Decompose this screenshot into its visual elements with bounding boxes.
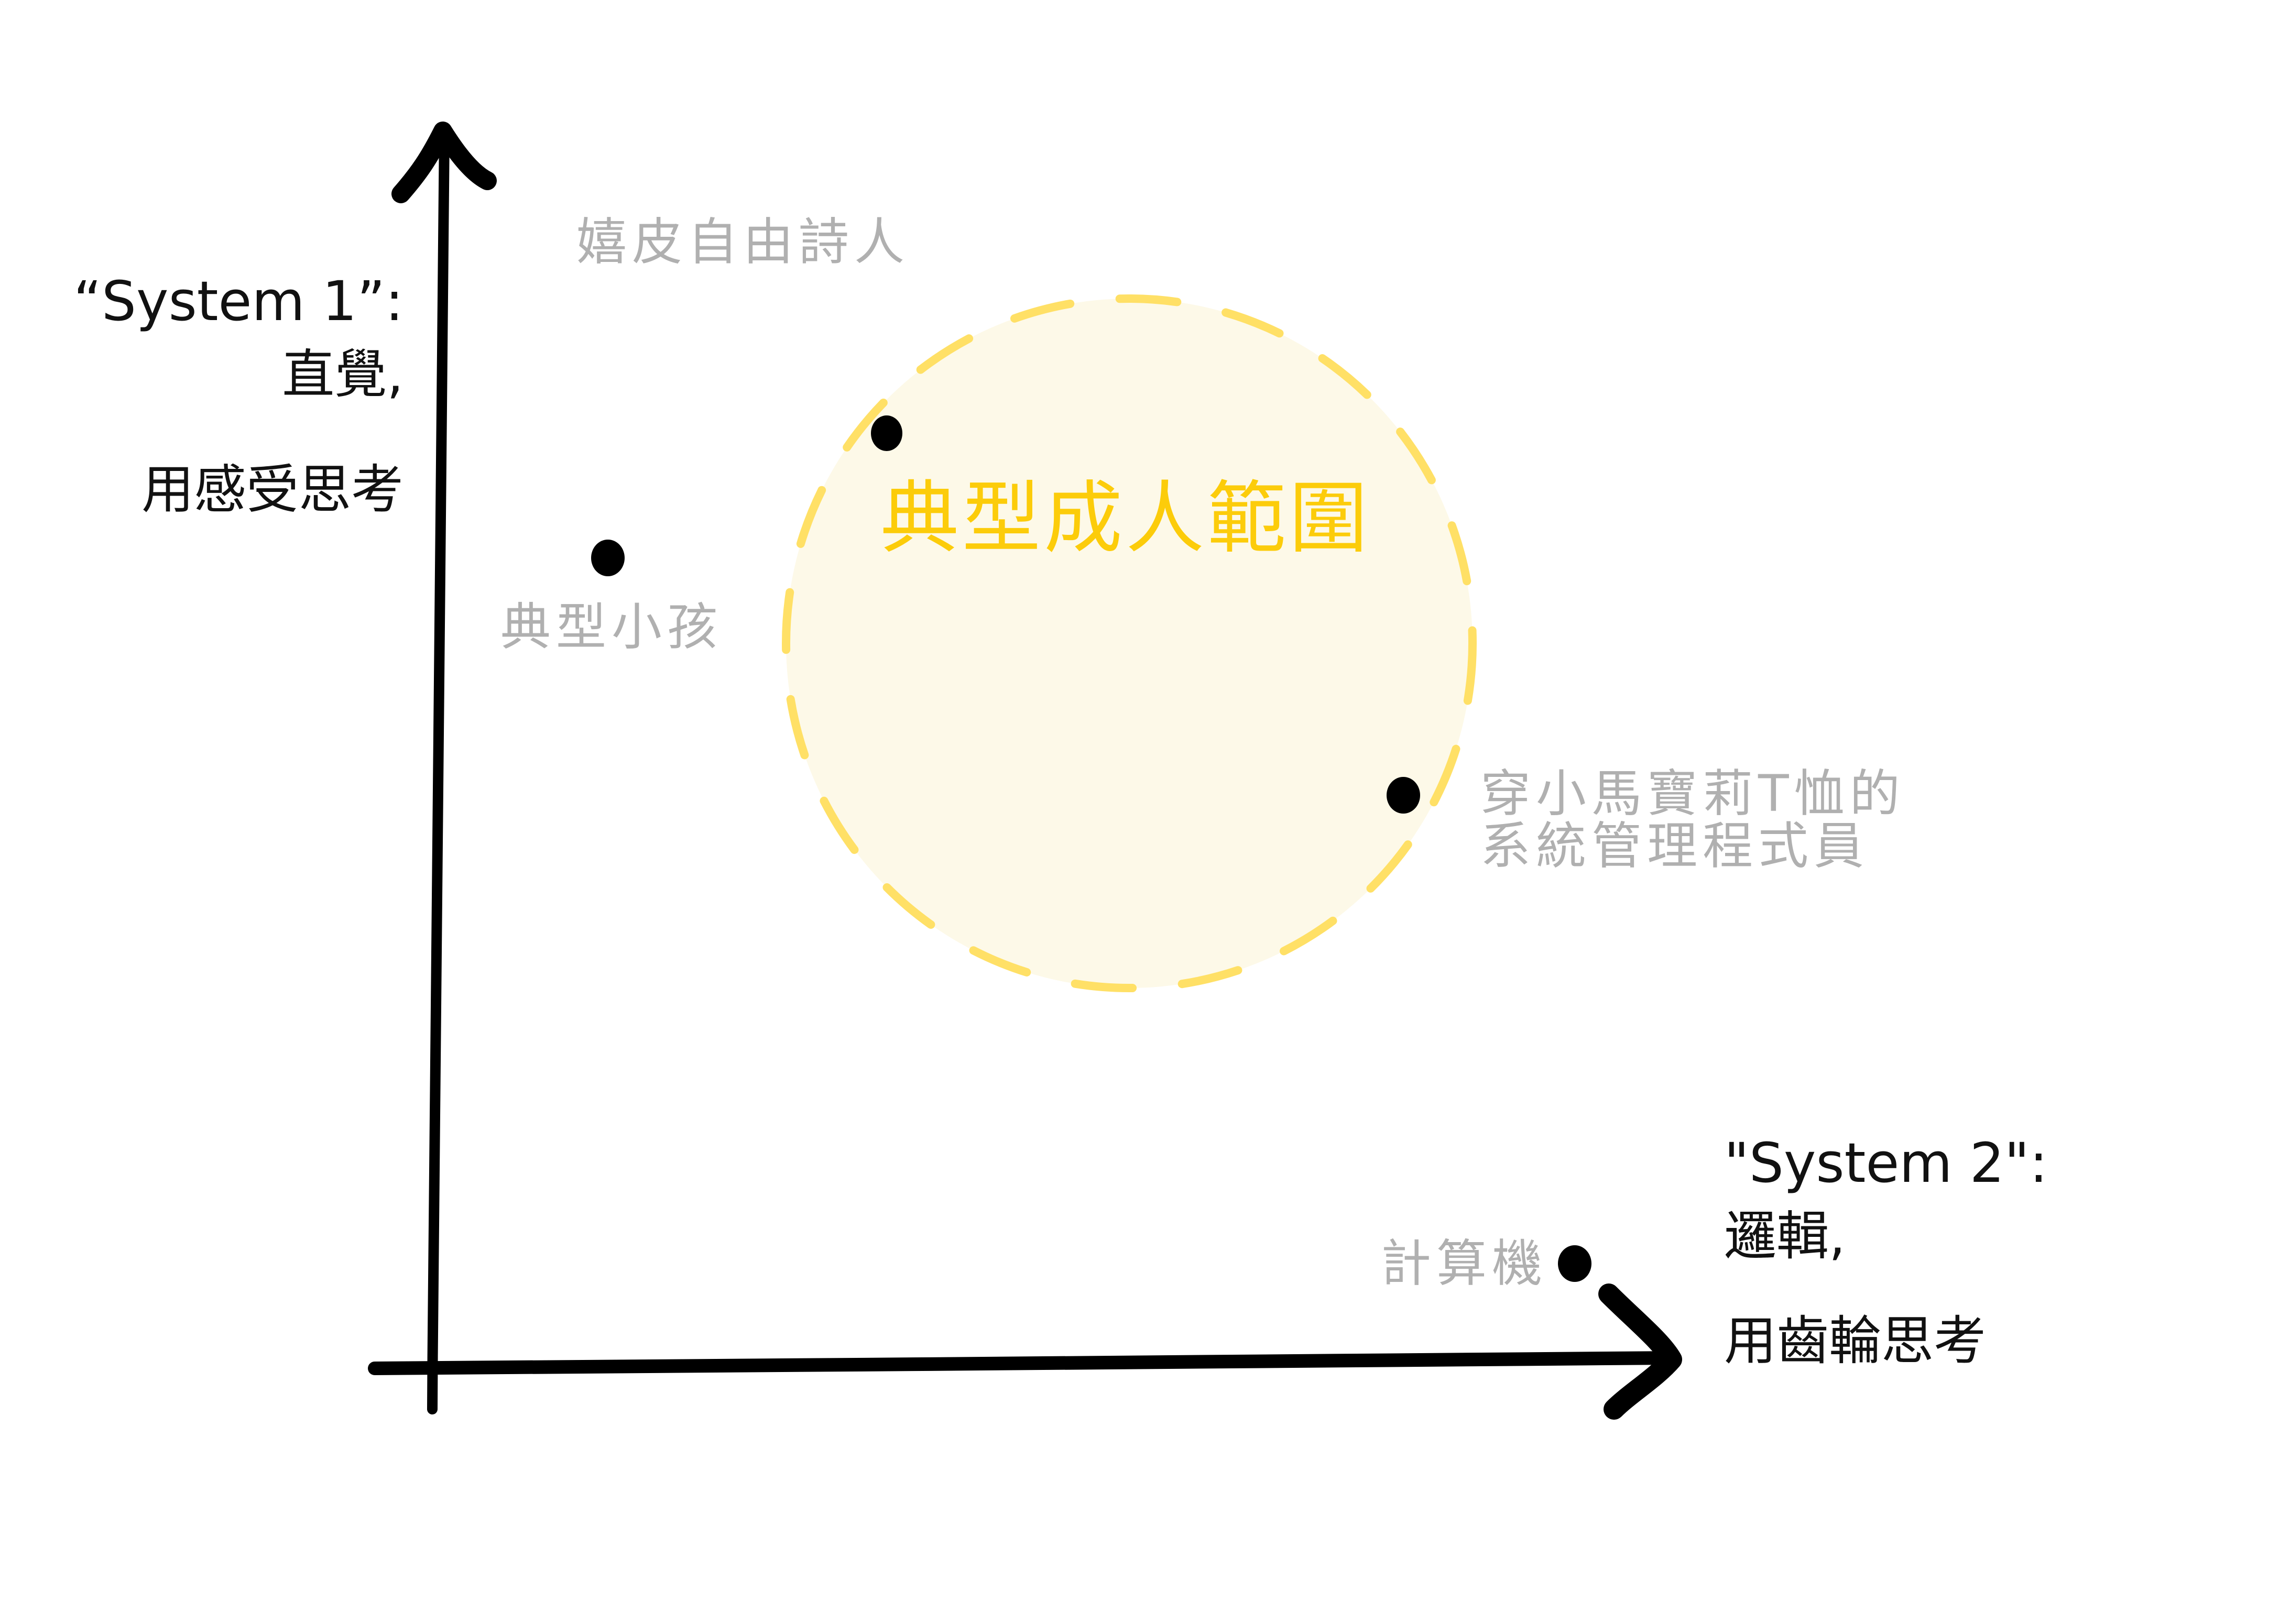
child-dot [591, 540, 625, 576]
y-axis-label-line3: 用感受思考 [141, 459, 404, 520]
adult-range-region [782, 294, 1477, 992]
x-axis-label-line2: 邏輯, [1724, 1205, 1846, 1267]
y-axis-arrow [391, 122, 497, 1414]
hippie-poet-label: 嬉皮自由詩人 [576, 213, 910, 271]
sysadmin-label-line2: 系統管理程式員 [1480, 817, 1869, 875]
calculator-label: 計算機 [1381, 1234, 1547, 1293]
x-axis-label: "System 2": 邏輯, 用齒輪思考 [1724, 1126, 2048, 1378]
sysadmin-label-line1: 穿小馬寶莉T恤的 [1480, 764, 1905, 823]
x-axis-label-line1: "System 2": [1724, 1131, 2048, 1195]
calculator-dot [1558, 1245, 1591, 1282]
y-axis-label-line2: 直覺, [282, 344, 404, 405]
adult-dot [871, 415, 902, 451]
sysadmin-label: 穿小馬寶莉T恤的 系統管理程式員 [1480, 767, 1905, 872]
child-label: 典型小孩 [500, 598, 723, 656]
y-axis-label: “System 1”: 直覺, 用感受思考 [0, 265, 404, 526]
x-axis-label-line3: 用齒輪思考 [1724, 1310, 1986, 1371]
x-axis-arrow [368, 1283, 1682, 1420]
y-axis-label-line1: “System 1”: [73, 269, 404, 333]
sysadmin-dot [1387, 777, 1420, 814]
adult-range-label: 典型成人範圍 [880, 473, 1371, 564]
